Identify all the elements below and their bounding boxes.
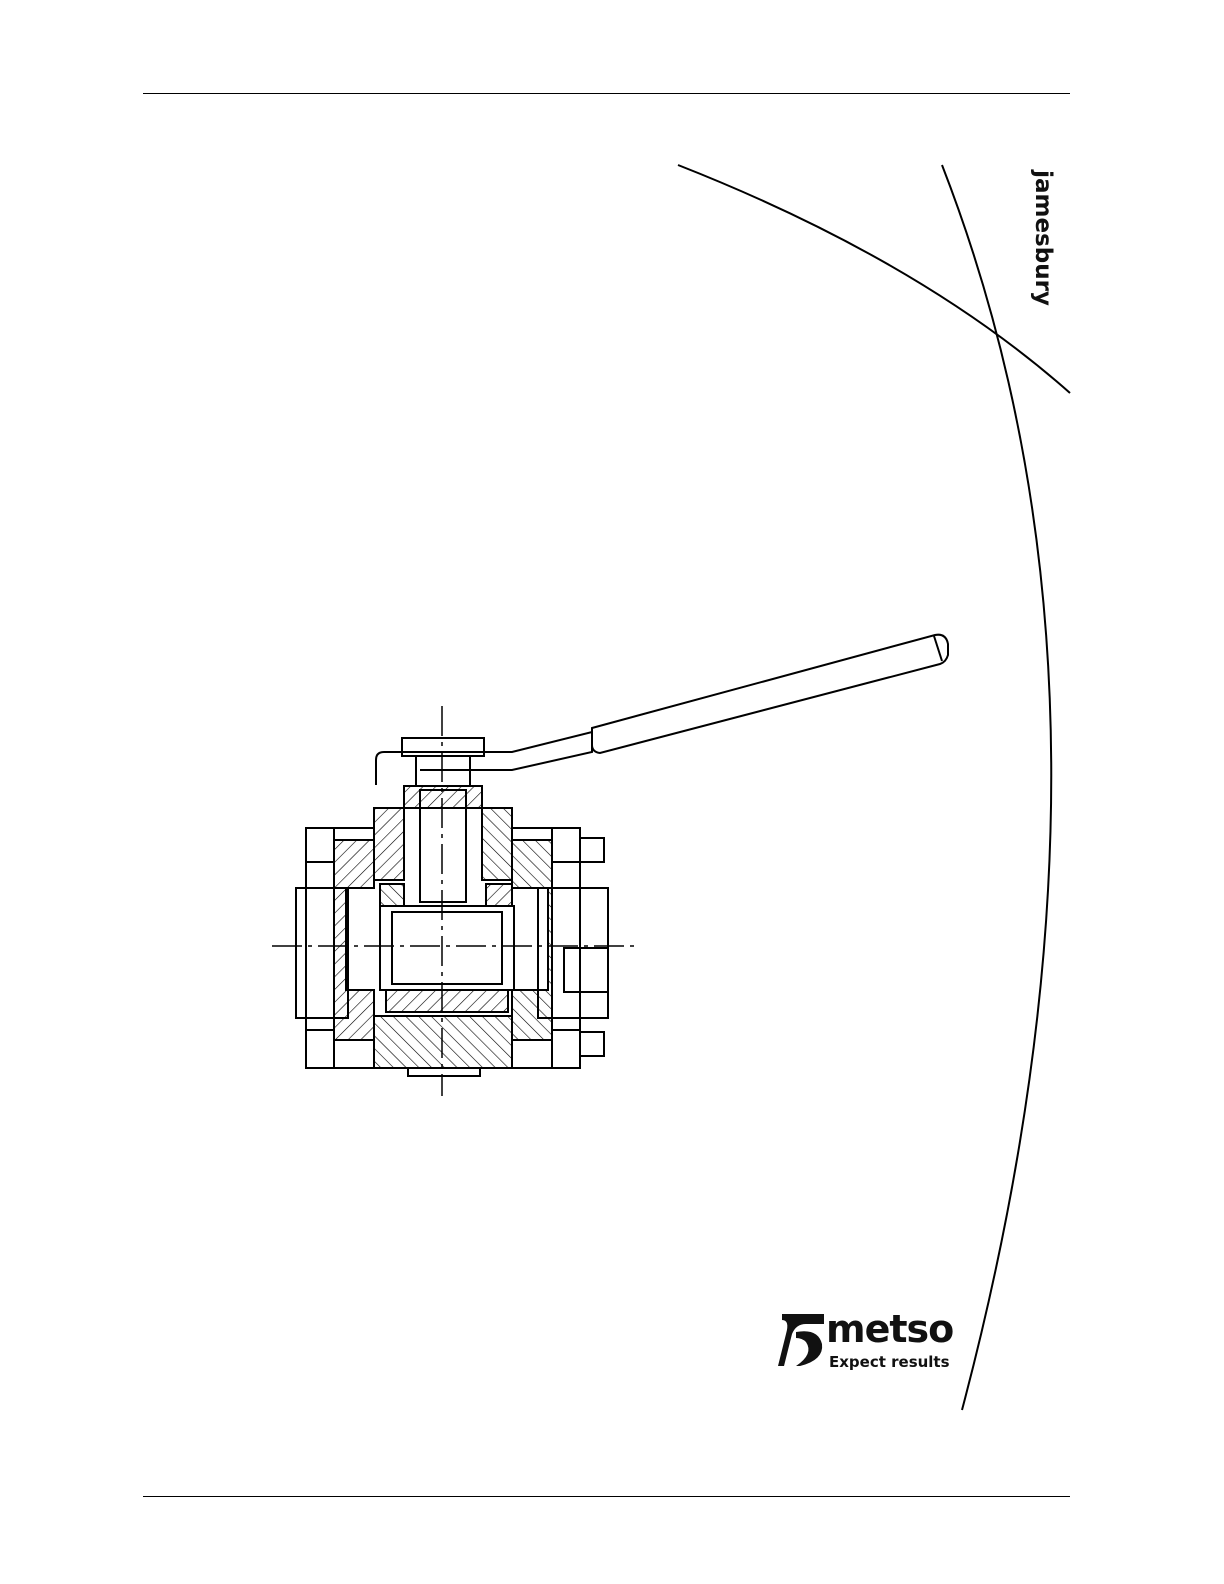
stem-nut xyxy=(402,738,484,756)
metso-logo: metso Expect results xyxy=(778,1313,968,1383)
logo-tagline: Expect results xyxy=(829,1353,950,1371)
valve-drawing xyxy=(272,635,948,1096)
product-line-wordmark: jamesbury xyxy=(1030,170,1056,306)
valve-ball xyxy=(380,906,514,990)
logo-wordmark: metso xyxy=(826,1307,953,1351)
handle-grip xyxy=(592,635,948,753)
decorative-arc-main xyxy=(942,165,1051,1410)
decorative-arc-upper xyxy=(678,165,1070,393)
